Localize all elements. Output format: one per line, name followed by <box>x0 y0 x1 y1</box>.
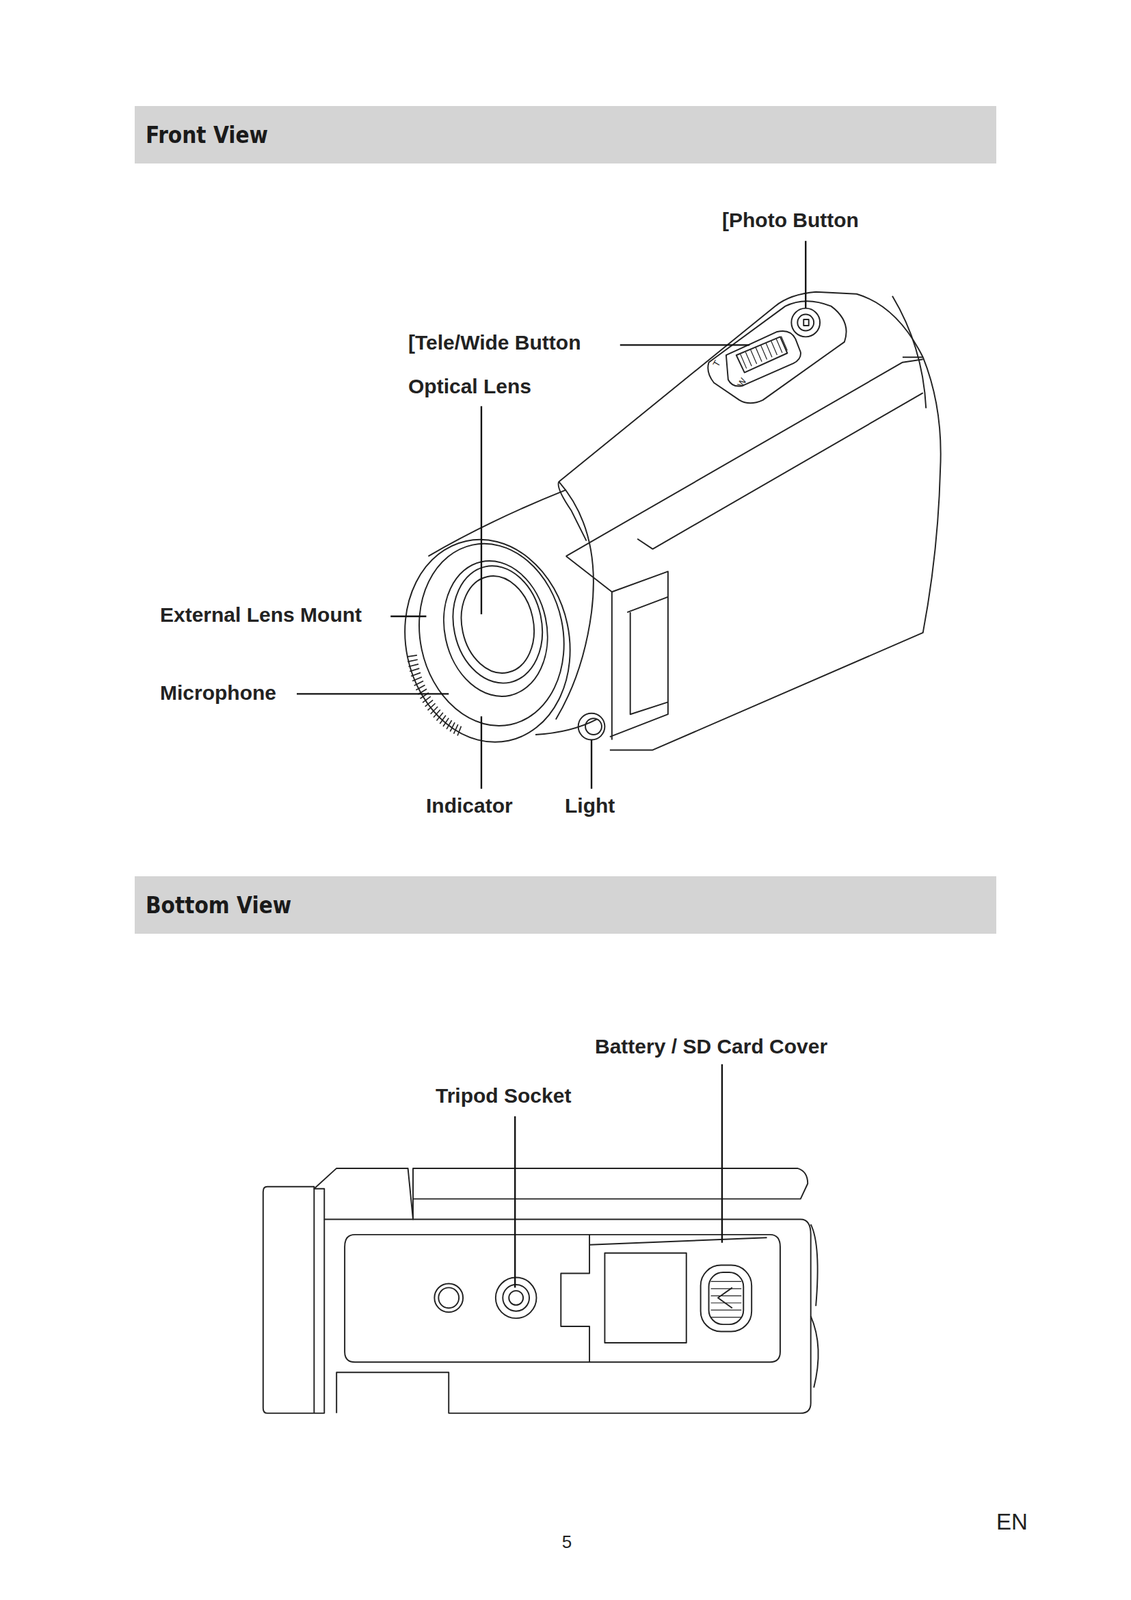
zoom-knurl <box>771 340 778 355</box>
mic-hole <box>446 720 452 729</box>
section-band: Front View <box>134 105 997 164</box>
svg-text:T: T <box>711 358 723 369</box>
page-marker: EN <box>996 1509 1028 1533</box>
latch-grip <box>711 1287 742 1289</box>
mic-hole <box>406 655 418 657</box>
mic-hole <box>409 668 420 671</box>
mic-hole <box>415 685 425 690</box>
zoom-knurl <box>776 338 783 353</box>
mic-hole <box>443 717 449 727</box>
latch-grip <box>711 1309 742 1311</box>
part-label: Indicator <box>426 795 513 816</box>
zoom-knurl <box>745 351 752 366</box>
svg-text:W: W <box>735 376 749 390</box>
mic-hole <box>430 706 438 714</box>
mic-hole <box>408 663 418 667</box>
section-band: Bottom View <box>134 875 997 934</box>
section-heading: Front View <box>145 123 986 147</box>
zoom-knurl <box>755 347 762 362</box>
mic-hole <box>449 722 455 731</box>
mic-hole <box>425 699 433 707</box>
latch-grip <box>711 1295 742 1296</box>
zoom-knurl <box>740 354 747 369</box>
mic-hole <box>439 715 446 724</box>
part-label: Light <box>564 795 615 816</box>
zoom-knurl <box>761 345 768 360</box>
zoom-knurl <box>780 335 788 351</box>
latch-grip <box>711 1280 742 1282</box>
mic-hole <box>422 696 431 703</box>
part-label: Optical Lens <box>408 376 532 397</box>
mic-hole <box>433 709 441 718</box>
part-label: [Photo Button <box>722 209 859 231</box>
part-label: Battery / SD Card Cover <box>594 1035 828 1057</box>
mic-hole <box>407 659 418 662</box>
zoom-knurl <box>765 342 773 357</box>
latch-grip <box>711 1316 742 1317</box>
zoom-knurl <box>750 349 757 364</box>
mic-hole <box>436 712 443 721</box>
page-marker: 5 <box>562 1532 572 1551</box>
mic-hole <box>412 676 422 682</box>
mic-hole <box>410 672 421 676</box>
mic-hole <box>414 681 424 686</box>
latch-grip <box>711 1301 742 1303</box>
part-label: [Tele/Wide Button <box>408 332 581 353</box>
section-heading: Bottom View <box>145 893 986 917</box>
part-label: External Lens Mount <box>160 604 362 625</box>
mic-hole <box>457 726 461 736</box>
part-label: Microphone <box>160 682 277 703</box>
part-label: Tripod Socket <box>435 1085 571 1106</box>
mic-hole <box>454 724 459 734</box>
mic-hole <box>428 702 436 710</box>
